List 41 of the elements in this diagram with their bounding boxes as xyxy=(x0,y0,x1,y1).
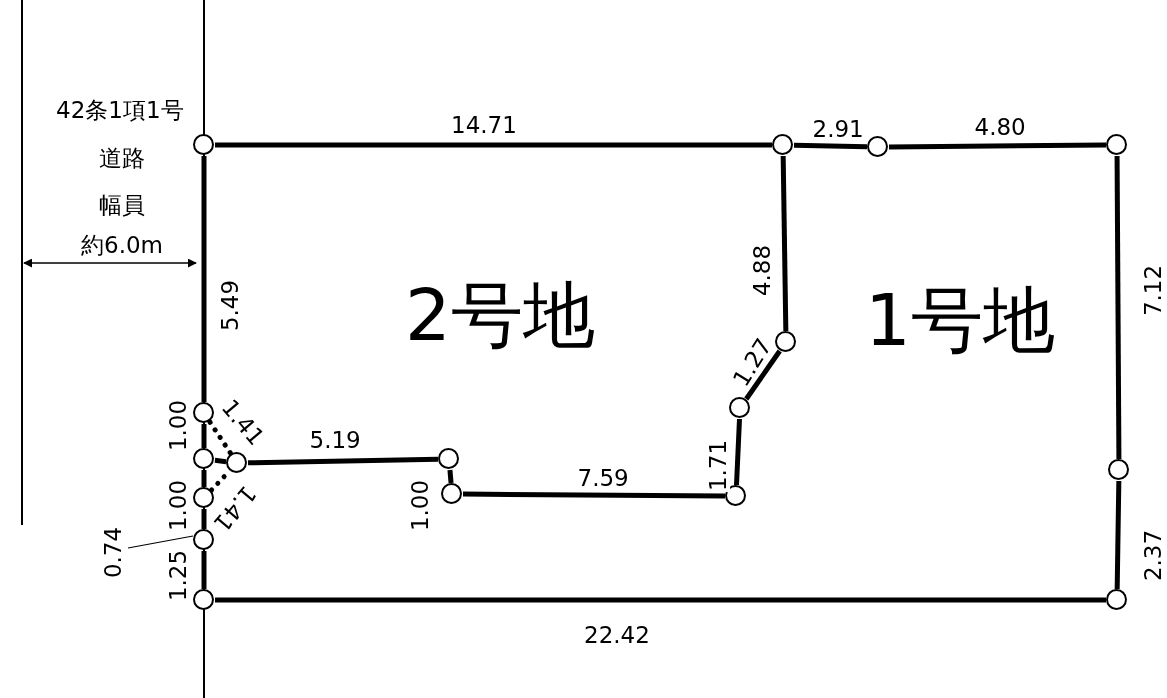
road-label: 道路 xyxy=(98,146,146,170)
boundary-point xyxy=(193,402,214,423)
boundary-line xyxy=(201,551,207,589)
boundary-point xyxy=(1106,589,1127,610)
boundary-line xyxy=(215,142,772,148)
boundary-line xyxy=(247,456,439,466)
boundary-line xyxy=(780,155,789,332)
boundary-line xyxy=(201,509,207,529)
boundary-line xyxy=(888,142,1107,150)
boundary-point xyxy=(438,448,459,469)
boundary-point xyxy=(729,397,750,418)
boundary-line xyxy=(201,156,207,402)
boundary-line xyxy=(744,349,782,401)
road-label: 約6.0m xyxy=(80,233,164,257)
boundary-line xyxy=(463,491,725,499)
boundary-line xyxy=(201,470,207,487)
boundary-line xyxy=(1114,480,1122,590)
boundary-point xyxy=(1106,134,1127,155)
boundary-line xyxy=(215,597,1106,603)
dotted-line xyxy=(207,419,234,457)
boundary-point xyxy=(725,485,746,506)
boundary-line xyxy=(447,469,454,484)
boundary-point xyxy=(193,589,214,610)
road-label: 幅員 xyxy=(98,193,146,217)
boundary-point xyxy=(867,136,888,157)
boundary-line xyxy=(734,418,742,486)
boundary-point xyxy=(193,487,214,508)
boundary-line xyxy=(793,142,868,150)
boundary-point xyxy=(775,331,796,352)
boundary-point xyxy=(441,483,462,504)
boundary-point xyxy=(193,134,214,155)
boundary-line xyxy=(1114,156,1122,459)
boundary-line xyxy=(201,424,207,448)
road-label: 42条1項1号 xyxy=(55,98,185,122)
boundary-point xyxy=(193,529,214,550)
leader-line xyxy=(127,535,194,549)
boundary-point xyxy=(193,448,214,469)
boundary-line xyxy=(214,457,227,465)
boundary-point xyxy=(772,134,793,155)
boundary-point xyxy=(226,452,247,473)
boundary-point xyxy=(1108,459,1129,480)
